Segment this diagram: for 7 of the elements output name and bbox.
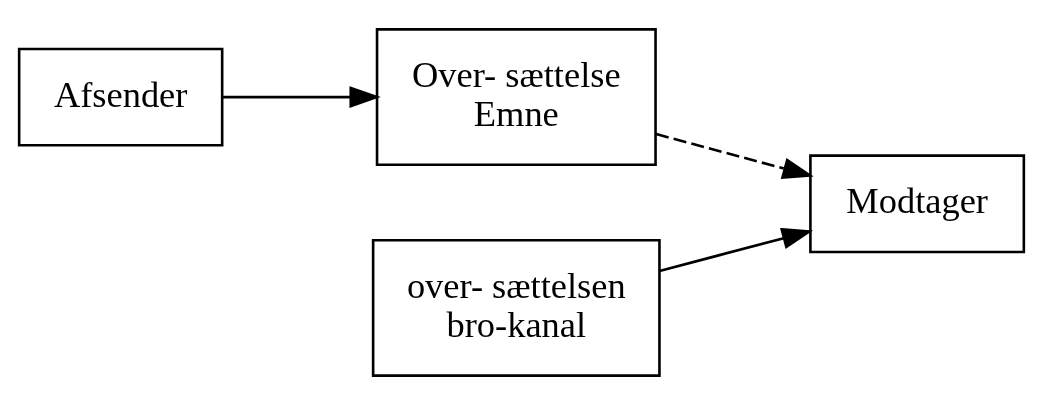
node-box: Modtager [809, 154, 1026, 254]
arrow [222, 86, 381, 109]
node-box: over- sættelsen bro-kanal [371, 238, 661, 377]
node-box: Over- sættelse Emne [375, 28, 657, 167]
arrow [655, 132, 814, 180]
arrow [659, 227, 814, 273]
node-box: Afsender [17, 47, 224, 147]
